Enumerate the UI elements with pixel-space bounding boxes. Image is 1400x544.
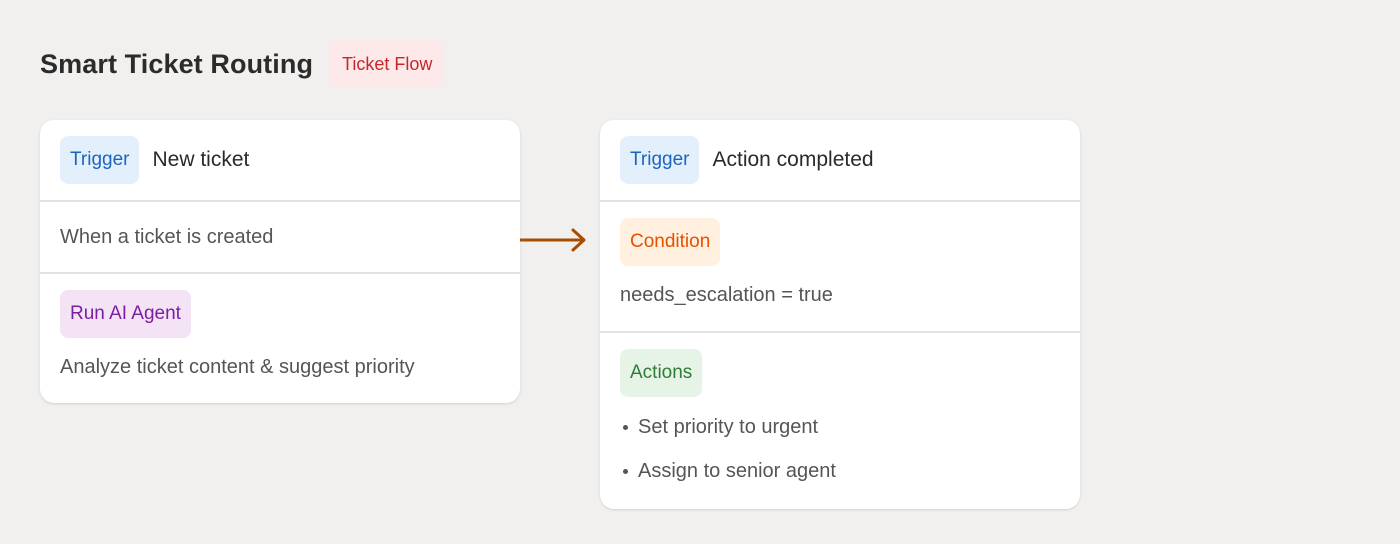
card-header: Trigger New ticket [40,120,520,200]
ai-agent-step-description: Analyze ticket content & suggest priorit… [60,356,415,378]
trigger-title: Action completed [712,148,874,171]
workflow-card-new-ticket[interactable]: Trigger New ticket When a ticket is crea… [40,120,520,403]
condition-tag: Condition [620,218,721,266]
card-header: Trigger Action completed [600,120,1080,200]
condition-expression: needs_escalation = true [620,284,833,306]
workflow-card-action-completed[interactable]: Trigger Action completed Condition needs… [600,120,1080,509]
actions-tag: Actions [620,349,703,397]
trigger-tag: Trigger [60,136,140,184]
bullet-icon [623,468,628,474]
run-ai-agent-tag: Run AI Agent [60,290,191,338]
trigger-description: When a ticket is created [60,226,274,248]
actions-list: Set priority to urgent Assign to senior … [620,413,1060,485]
condition-step[interactable]: Condition needs_escalation = true [600,200,1080,331]
action-item: Assign to senior agent [620,457,1060,485]
flow-type-badge: Ticket Flow [330,40,445,88]
action-item-label: Set priority to urgent [638,415,819,438]
trigger-description-section: When a ticket is created [40,200,520,272]
trigger-tag: Trigger [620,136,700,184]
arrow-right-icon [520,228,586,252]
trigger-title: New ticket [152,148,250,171]
page-header: Smart Ticket Routing Ticket Flow [40,40,445,88]
ai-agent-step[interactable]: Run AI Agent Analyze ticket content & su… [40,272,520,403]
action-item: Set priority to urgent [620,413,1060,441]
actions-step[interactable]: Actions Set priority to urgent Assign to… [600,331,1080,509]
action-item-label: Assign to senior agent [638,459,836,482]
page-title: Smart Ticket Routing [40,48,314,79]
bullet-icon [623,424,628,430]
